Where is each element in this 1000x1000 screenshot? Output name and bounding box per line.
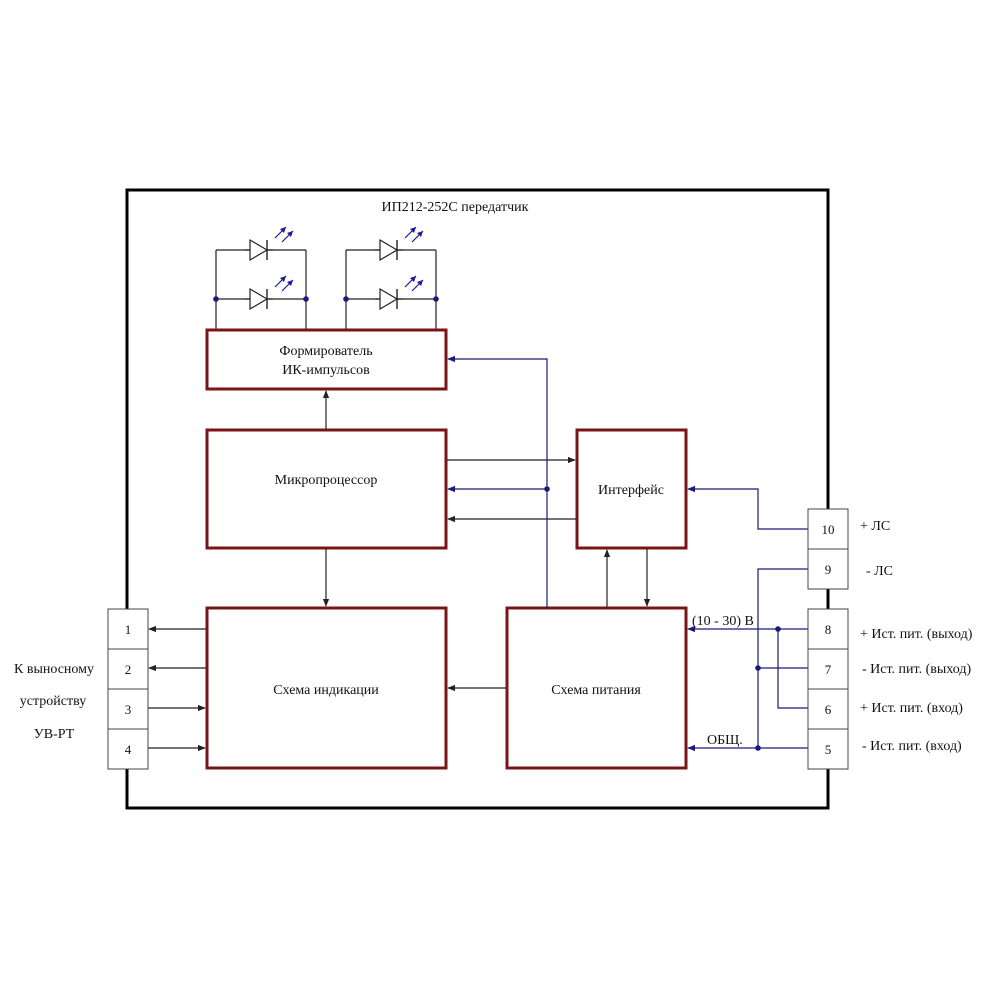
power-block	[505, 606, 688, 770]
device-frame	[125, 188, 830, 810]
right-connector: 10 9 8 7 6 5	[807, 508, 849, 770]
ir-led-bank	[213, 226, 439, 330]
terminal-5	[807, 728, 849, 770]
terminal-number: 4	[125, 742, 132, 757]
indication-block	[205, 606, 448, 770]
terminal-number: 10	[822, 522, 835, 537]
interface-label: Интерфейс	[598, 483, 664, 498]
terminal-2	[107, 648, 149, 690]
terminal-9	[807, 548, 849, 590]
voltage-annotation: (10 - 30) В	[692, 614, 754, 629]
terminal-label: - Ист. пит. (вход)	[862, 739, 962, 754]
ir-led-icon	[244, 275, 294, 310]
ir-led-icon	[374, 226, 424, 261]
terminal-number: 7	[825, 662, 832, 677]
terminal-label: - ЛС	[866, 564, 893, 579]
terminal-3	[107, 688, 149, 730]
terminal-label: + Ист. пит. (вход)	[860, 701, 963, 716]
terminal-number: 5	[825, 742, 832, 757]
left-connector-caption: устройству	[20, 694, 86, 709]
terminal-number: 6	[825, 702, 832, 717]
terminal-6	[807, 688, 849, 730]
left-connector: 1 2 3 4	[107, 608, 149, 770]
terminal-10	[807, 508, 849, 550]
terminal-8	[807, 608, 849, 650]
network-wiring	[447, 355, 808, 752]
terminal-label: - Ист. пит. (выход)	[862, 662, 971, 677]
left-connector-caption: К выносному	[14, 662, 94, 677]
terminal-number: 8	[825, 622, 832, 637]
microprocessor-block	[205, 428, 448, 550]
ir-pulse-former-block	[205, 328, 448, 391]
left-connector-caption: УВ-РТ	[34, 727, 75, 742]
ir-led-icon	[244, 226, 294, 261]
common-annotation: ОБЩ.	[707, 733, 743, 748]
terminal-number: 2	[125, 662, 132, 677]
terminal-label: + Ист. пит. (выход)	[860, 627, 973, 642]
internal-wiring	[148, 390, 651, 752]
ir-pulse-former-label: ИК-импульсов	[282, 363, 370, 378]
indication-label: Схема индикации	[273, 683, 379, 698]
ir-led-icon	[374, 275, 424, 310]
power-label: Схема питания	[551, 683, 641, 698]
terminal-label: + ЛС	[860, 519, 890, 534]
terminal-7	[807, 648, 849, 690]
ir-pulse-former-label: Формирователь	[279, 344, 372, 359]
terminal-number: 1	[125, 622, 132, 637]
microprocessor-label: Микропроцессор	[275, 473, 378, 488]
diagram-title: ИП212-252С передатчик	[382, 200, 529, 215]
terminal-number: 9	[825, 562, 832, 577]
interface-block	[575, 428, 688, 550]
terminal-number: 3	[125, 702, 132, 717]
terminal-4	[107, 728, 149, 770]
